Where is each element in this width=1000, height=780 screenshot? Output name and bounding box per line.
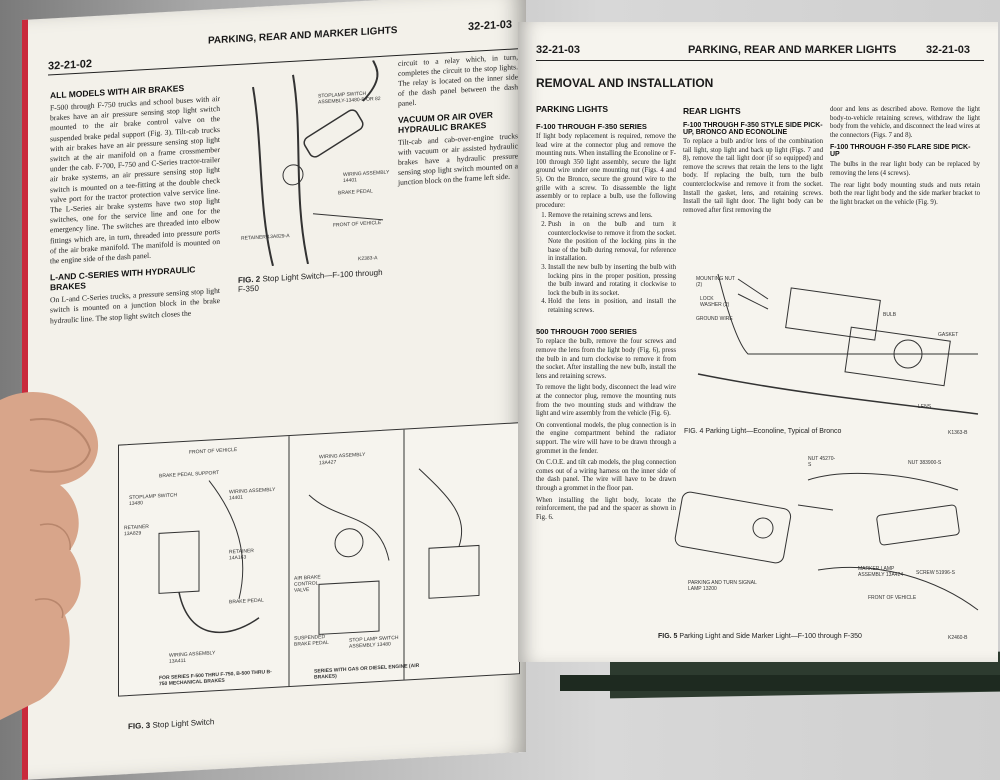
step-item: Hold the lens in position, and install t… (548, 298, 676, 315)
step-item: Remove the retaining screws and lens. (548, 212, 676, 221)
fig5-label-marker: MARKER LAMP ASSEMBLY 13A424 (858, 566, 904, 578)
figure-3-drawing (158, 429, 480, 687)
left-header-page-right: 32-21-03 (468, 18, 513, 34)
rear-subheading: F-100 THROUGH F-350 STYLE SIDE PICK-UP, … (683, 122, 823, 136)
left-page-number: 32-21-02 (48, 58, 93, 73)
fig5-label-front: FRONT OF VEHICLE (868, 595, 917, 601)
fig3-caption-text: Stop Light Switch (152, 717, 215, 730)
fig4-label-nut: MOUNTING NUT (2) (696, 276, 735, 288)
fig5-label-screw: SCREW 51996-S (916, 570, 955, 576)
main-heading: REMOVAL AND INSTALLATION (536, 76, 714, 90)
fig5-label-nut: NUT 45270-S (808, 456, 836, 468)
col2-text: circuit to a relay which, in turn, compl… (398, 52, 518, 108)
fig4-label-ground: GROUND WIRE (696, 316, 733, 322)
figure-5-drawing (674, 472, 979, 611)
figure-4-drawing (697, 273, 979, 415)
fig3-label-susp: SUSPENDED BRAKE PEDAL (294, 634, 329, 648)
flare-text-2: The rear light body mounting studs and n… (830, 181, 980, 206)
section-text-vacuum: Tilt-cab and cab-over-engine trucks with… (398, 131, 518, 187)
rear-text: To replace a bulb and/or lens of the com… (683, 138, 823, 214)
fig5-label-parking: PARKING AND TURN SIGNAL LAMP 13200 (688, 580, 757, 592)
fig4-label-lens: LENS (918, 404, 932, 410)
fig3-caption-number: FIG. 3 (128, 720, 151, 732)
fig4-caption: FIG. 4 Parking Light—Econoline, Typical … (684, 428, 842, 435)
flare-text-1: The bulbs in the rear light body can be … (830, 161, 980, 177)
step-item: Push in on the bulb and turn it counterc… (548, 221, 676, 264)
rear-heading: REAR LIGHTS (683, 106, 741, 116)
right-column-3: door and lens as described above. Remove… (830, 106, 980, 207)
section-text-hydraulic: On L-and C-Series trucks, a pressure sen… (50, 286, 220, 326)
fig5-caption-number: FIG. 5 (658, 633, 678, 640)
s500-heading: 500 THROUGH 7000 SERIES (536, 327, 637, 337)
parking-heading: PARKING LIGHTS (536, 104, 609, 114)
s500-text-5: When installing the light body, locate t… (536, 496, 676, 521)
fig3-label-valve: AIR BRAKE CONTROL VALVE (294, 574, 321, 594)
fig2-label-code: K2383-A (358, 255, 378, 263)
left-page: 32-21-02 PARKING, REAR AND MARKER LIGHTS… (22, 0, 526, 780)
fig3-caption: FIG. 3 Stop Light Switch (128, 717, 214, 731)
fig5-label-code: K2460-B (948, 635, 968, 641)
right-column-1: PARKING LIGHTS F-100 THROUGH F-350 SERIE… (536, 104, 676, 522)
figure-3: FRONT OF VEHICLE BRAKE PEDAL SUPPORT STO… (118, 422, 520, 697)
fig4-label-washer: LOCK WASHER (2) (700, 296, 730, 308)
s500-text-3: On conventional models, the plug connect… (536, 421, 676, 455)
left-column-1: ALL MODELS WITH AIR BRAKES F-500 through… (50, 81, 220, 326)
left-header-title: PARKING, REAR AND MARKER LIGHTS (208, 25, 398, 47)
steps-list: Remove the retaining screws and lens. Pu… (536, 212, 676, 315)
fig4-label-gasket: GASKET (938, 332, 959, 338)
fig2-caption-text: Stop Light Switch—F-100 through F-350 (238, 267, 383, 294)
figure-5: NUT 45270-S NUT 383900-S PARKING AND TUR… (658, 450, 988, 650)
fig5-label-nut2: NUT 383900-S (908, 460, 942, 466)
flare-heading: F-100 THROUGH F-350 FLARE SIDE PICK-UP (830, 144, 971, 159)
section-heading-vacuum: VACUUM OR AIR OVER HYDRAULIC BRAKES (398, 109, 493, 135)
right-header-title: PARKING, REAR AND MARKER LIGHTS (688, 44, 897, 56)
fig2-caption: FIG. 2 Stop Light Switch—F-100 through F… (238, 268, 388, 294)
col3-text: door and lens as described above. Remove… (830, 106, 980, 139)
right-column-2: REAR LIGHTS F-100 THROUGH F-350 STYLE SI… (683, 106, 823, 215)
figure-2-drawing (252, 59, 384, 267)
right-header-page-right: 32-21-03 (926, 44, 971, 56)
s500-text-2: To remove the light body, disconnect the… (536, 384, 676, 418)
figure-4: MOUNTING NUT (2) LOCK WASHER (2) GROUND … (678, 254, 983, 444)
fig4-label-bulb: BULB (883, 312, 897, 318)
fig5-caption-text: Parking Light and Side Marker Light—F-10… (679, 633, 862, 640)
fig3-label-retainer: RETAINER 13A829 (124, 523, 149, 538)
fig5-caption: FIG. 5 Parking Light and Side Marker Lig… (658, 633, 862, 640)
right-header-rule (536, 60, 984, 61)
right-page: 32-21-03 PARKING, REAR AND MARKER LIGHTS… (518, 22, 998, 662)
green-binder-edge-lower (560, 675, 1000, 691)
s500-text-1: To replace the bulb, remove the four scr… (536, 338, 676, 380)
f100-text: If light body replacement is required, r… (536, 133, 676, 209)
right-page-number: 32-21-03 (536, 44, 581, 56)
figure-2: STOPLAMP SWITCH ASSEMBLY-13480-B OR 82 W… (233, 59, 393, 298)
left-column-3: circuit to a relay which, in turn, compl… (398, 52, 518, 188)
section-text-air-brakes: F-500 through F-750 trucks and school bu… (50, 93, 220, 266)
f100-heading: F-100 THROUGH F-350 SERIES (536, 122, 647, 131)
fig4-label-code: K1363-B (948, 430, 968, 436)
fig3-label-retainer2: RETAINER 14A163 (229, 548, 254, 562)
step-item: Install the new bulb by inserting the bu… (548, 264, 676, 298)
hand-photo (0, 391, 99, 720)
s500-text-4: On C.O.E. and tilt cab models, the plug … (536, 459, 676, 492)
